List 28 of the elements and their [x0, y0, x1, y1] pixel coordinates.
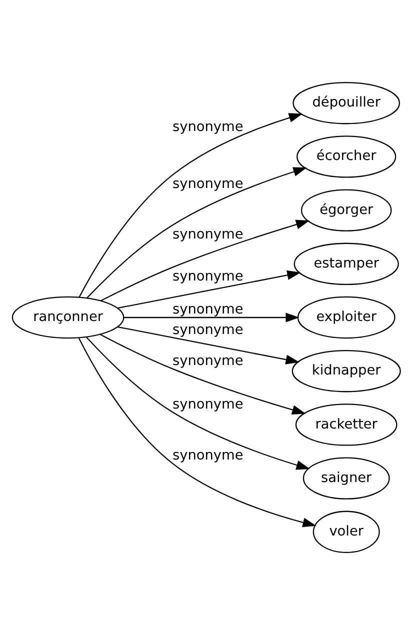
edge-label: synonyme	[172, 302, 244, 318]
node-ellipse: dépouiller	[292, 82, 400, 124]
edge-label: synonyme	[172, 322, 244, 338]
node-ellipse: estamper	[294, 242, 399, 285]
node-ellipse: exploiter	[297, 296, 396, 339]
node-ellipse: kidnapper	[292, 350, 401, 392]
edge-label: synonyme	[172, 448, 244, 464]
arrow	[78, 113, 303, 298]
node-ellipse: écorcher	[296, 136, 396, 178]
edge-label: synonyme	[172, 352, 244, 369]
arrow	[78, 338, 316, 528]
node-ellipse: égorger	[300, 189, 392, 232]
edge-label: synonyme	[172, 396, 244, 412]
edge-label: synonyme	[172, 268, 244, 285]
edge-label: synonyme	[172, 226, 244, 242]
edge-label: synonyme	[172, 176, 244, 192]
arrow	[117, 326, 300, 364]
arrow	[86, 167, 307, 298]
node-ellipse: voler	[312, 510, 380, 554]
arrow	[124, 312, 300, 322]
arrow	[117, 270, 301, 309]
node-ellipse: racketter	[295, 404, 398, 446]
arrow	[100, 220, 310, 302]
arrow	[86, 336, 310, 470]
arrow	[100, 334, 306, 414]
node-ellipse: rançonner	[12, 296, 124, 339]
node-ellipse: saigner	[302, 457, 390, 500]
edge-label: synonyme	[172, 119, 244, 136]
